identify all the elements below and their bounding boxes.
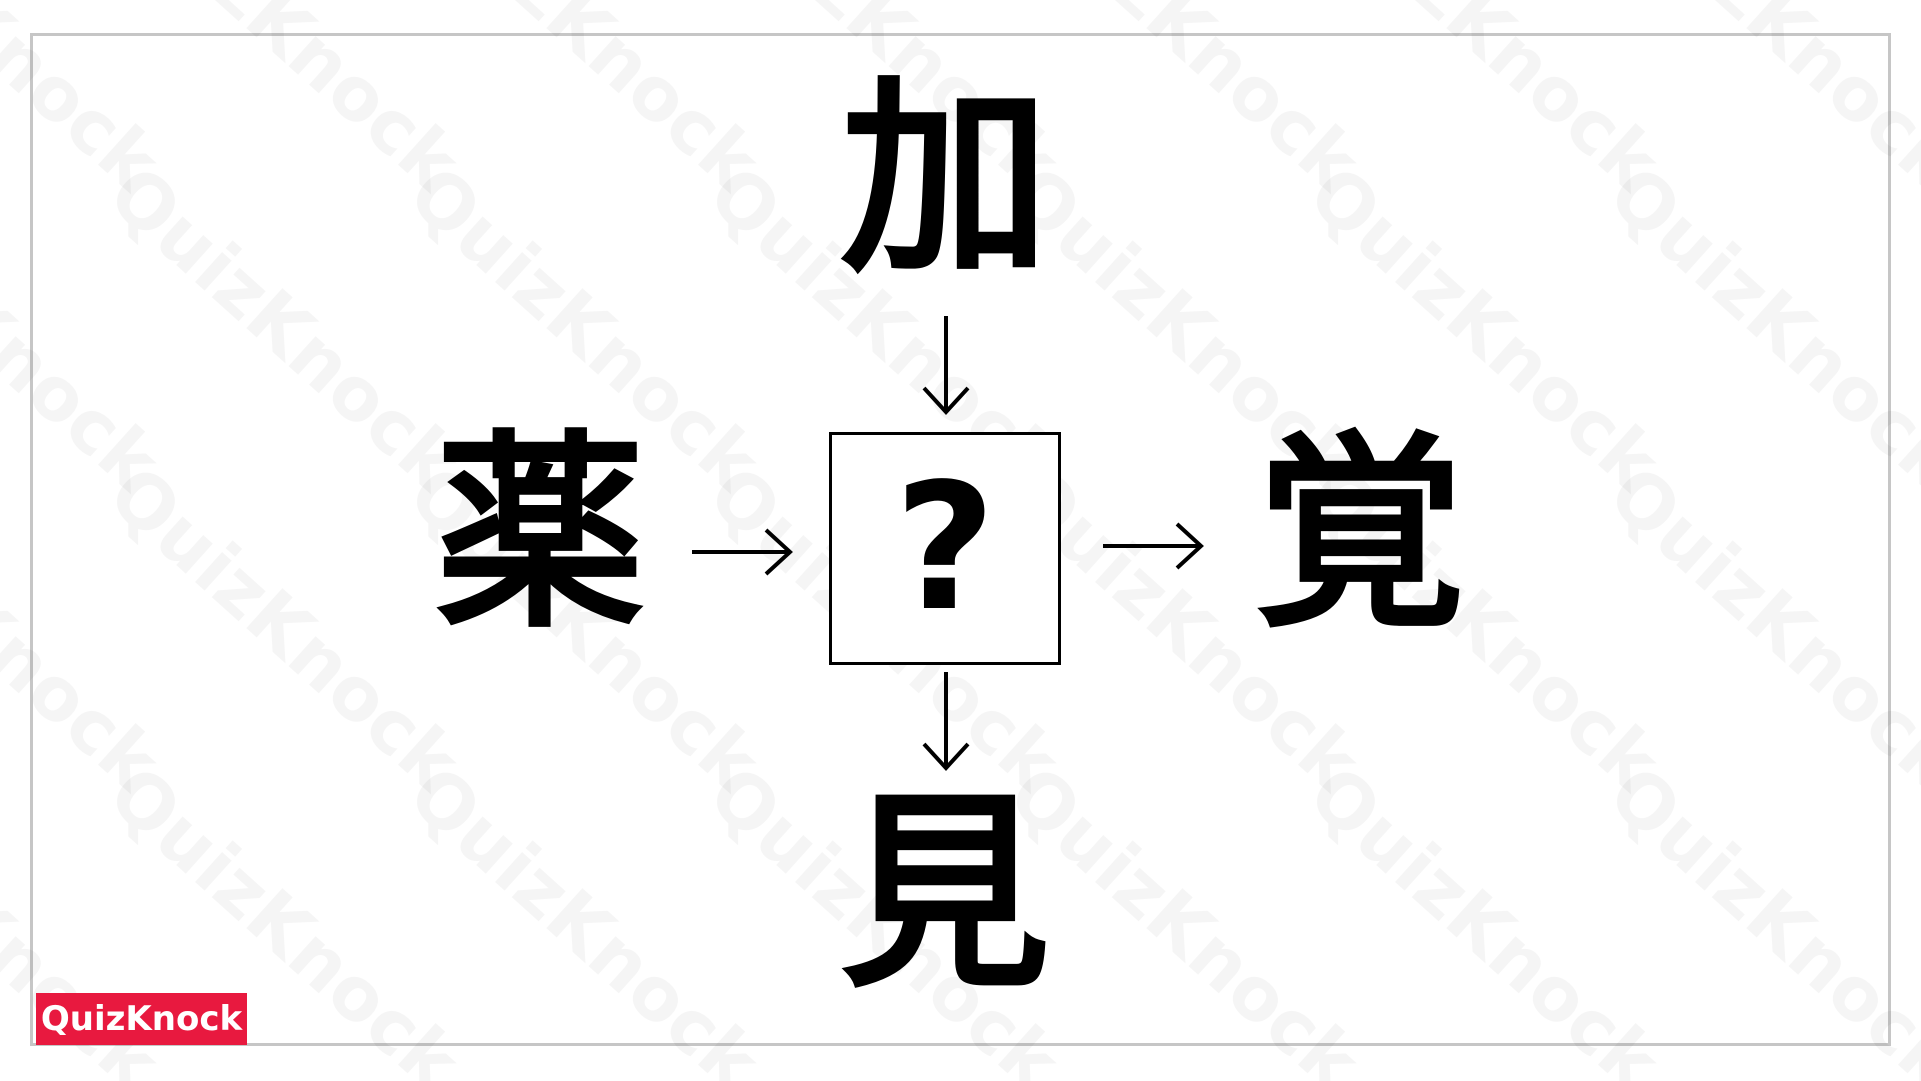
arrow-right-left-icon [692, 528, 793, 576]
logo-text: QuizKnock [40, 999, 243, 1039]
arrow-right-right-icon [1103, 522, 1204, 570]
right-kanji: 覚 [1254, 412, 1465, 657]
top-kanji: 加 [839, 57, 1050, 302]
left-kanji: 薬 [434, 412, 645, 657]
answer-box: ? [829, 432, 1061, 665]
bottom-kanji: 見 [839, 772, 1050, 1017]
arrow-down-bottom-icon [922, 672, 970, 771]
quizknock-logo: QuizKnock [36, 993, 247, 1045]
answer-placeholder: ? [894, 447, 996, 650]
arrow-down-top-icon [922, 316, 970, 415]
